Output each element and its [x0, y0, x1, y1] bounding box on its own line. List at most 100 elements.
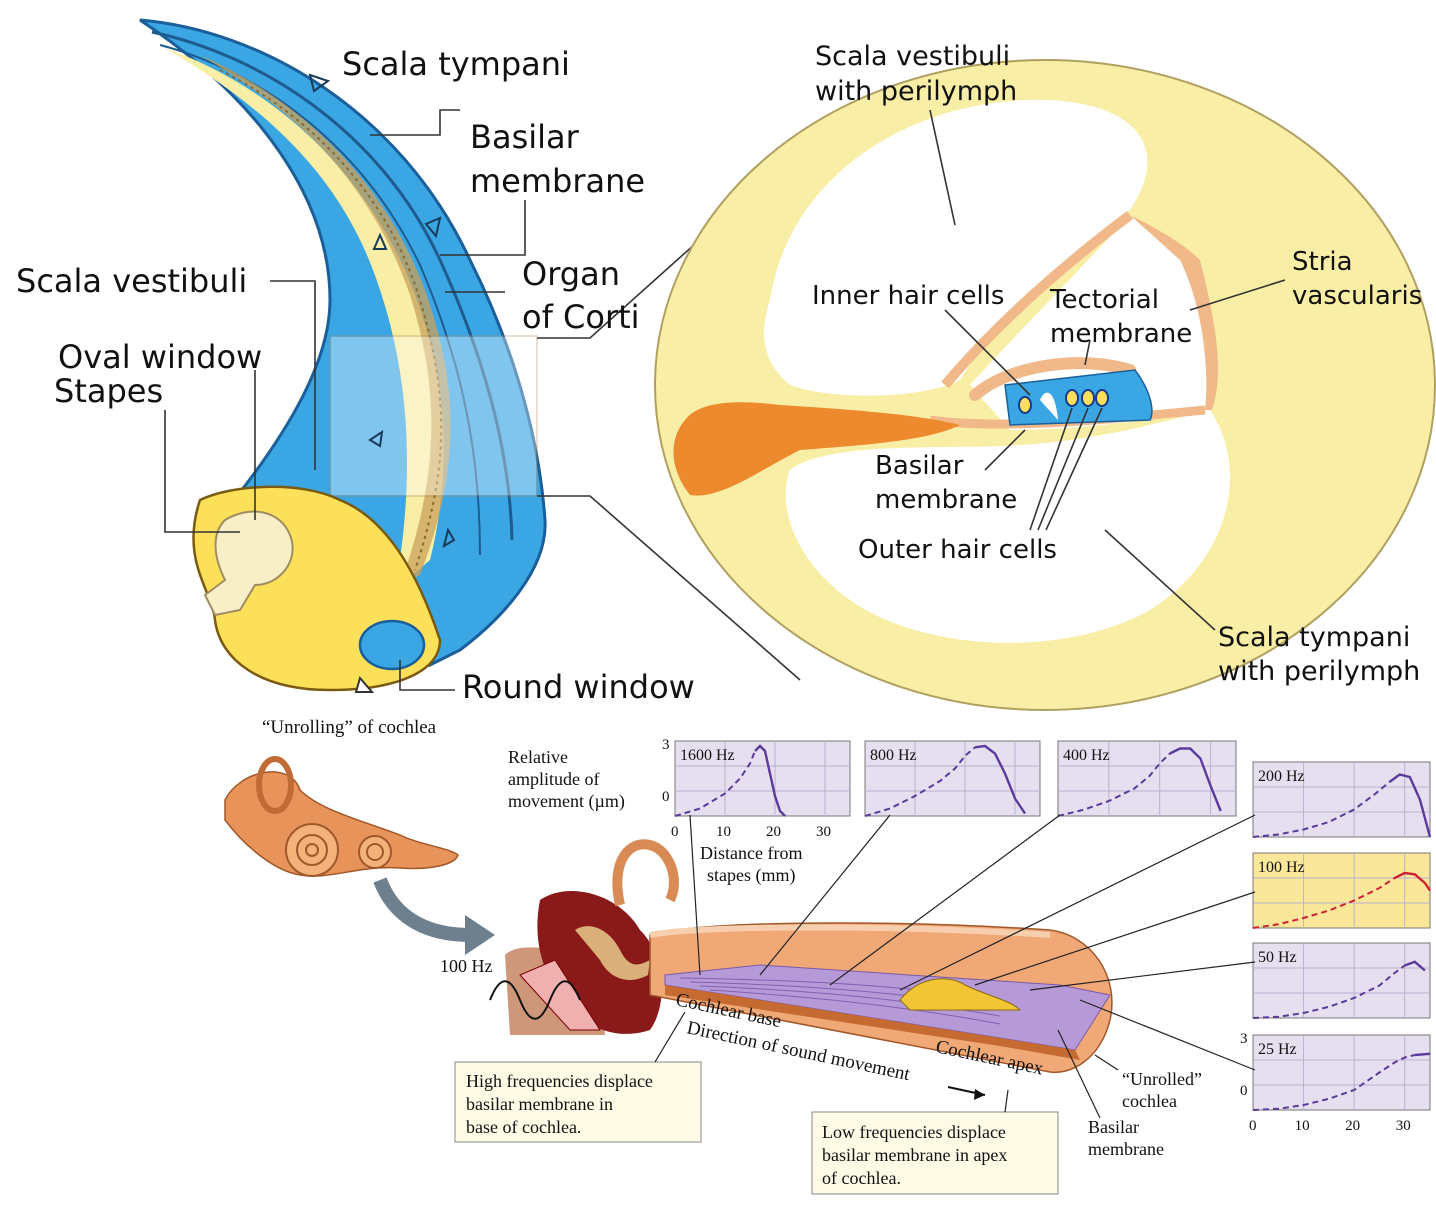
- stapes-bone: [203, 510, 294, 617]
- tunnel-of-corti: [1040, 392, 1058, 420]
- plot-x-tick: 30: [816, 824, 831, 840]
- plot-frame: [1252, 942, 1431, 1019]
- plot-x-tick: 0: [671, 824, 679, 840]
- high-frequency-callout: High frequencies displace basilar membra…: [454, 1011, 702, 1143]
- label-oval-window: Oval window: [58, 338, 262, 376]
- label-basilar-membrane-2: membrane: [470, 162, 645, 200]
- plot-curve-dashed: [1252, 877, 1396, 929]
- plot-curve-dashed: [864, 746, 976, 817]
- plot-x-tick: 10: [716, 824, 731, 840]
- leader-basilar: [1057, 1029, 1101, 1119]
- scala-vestibuli-chamber: [764, 99, 1148, 396]
- label-scala-tympani-perilymph-2: with perilymph: [1218, 656, 1420, 687]
- plot-frequency-label: 25 Hz: [1258, 1041, 1297, 1058]
- scala-media: [970, 215, 1210, 430]
- stria-vascularis: [1130, 215, 1219, 410]
- label-scala-vestibuli-perilymph-1: Scala vestibuli: [815, 41, 1010, 72]
- cochlea-longitudinal-illustration: [139, 18, 547, 693]
- y-axis-label-1: Relative: [508, 747, 568, 767]
- flow-arrow: [308, 73, 331, 93]
- outer-hair-cell: [1095, 389, 1109, 407]
- scala-tympani-chamber: [785, 410, 1230, 643]
- plot-frequency-label: 800 Hz: [870, 747, 917, 764]
- plot-frequency-label: 100 Hz: [1258, 859, 1305, 876]
- label-stapes: Stapes: [54, 372, 163, 410]
- plot-curve-solid: [1394, 871, 1431, 892]
- label-basilar-membrane-1: Basilar: [470, 118, 580, 156]
- plot-x-tick: 0: [1249, 1118, 1257, 1134]
- label-tectorial-1: Tectorial: [1049, 285, 1159, 315]
- x-axis-label-1: Distance from: [700, 843, 802, 863]
- unrolling-caption: “Unrolling” of cochlea: [262, 717, 437, 738]
- plot-x-tick: 20: [1345, 1118, 1360, 1134]
- plot-frame: [1252, 852, 1431, 929]
- left-leader-lines: [164, 109, 801, 691]
- plot-curve-solid: [1414, 1052, 1431, 1057]
- plot-leader-lines: [689, 814, 1256, 1071]
- plot-curve-dashed: [1252, 1054, 1416, 1111]
- label-scala-vestibuli-perilymph-2: with perilymph: [815, 76, 1017, 107]
- label-basilar-cs-2: membrane: [875, 485, 1017, 515]
- flow-arrow: [354, 675, 375, 693]
- y-axis-label-3: movement (µm): [508, 791, 625, 812]
- low-frequency-callout: Low frequencies displace basilar membran…: [811, 1089, 1059, 1195]
- label-scala-vestibuli: Scala vestibuli: [16, 262, 247, 300]
- label-inner-hair-cells: Inner hair cells: [812, 281, 1004, 311]
- plot-y-tick: 0: [662, 789, 670, 805]
- plot-x-tick: 30: [1396, 1118, 1411, 1134]
- flow-arrow: [368, 429, 384, 448]
- inner-hair-cell: [1018, 396, 1032, 414]
- high-callout-line-3: base of cochlea.: [466, 1117, 581, 1137]
- plot-y-tick: 0: [1240, 1083, 1248, 1099]
- tectorial-membrane: [969, 357, 1136, 401]
- high-callout-line-1: High frequencies displace: [466, 1071, 653, 1091]
- plot-frequency-label: 400 Hz: [1063, 747, 1110, 764]
- low-callout-line-2: basilar membrane in apex: [822, 1145, 1007, 1165]
- right-leader-lines: [929, 109, 1286, 631]
- label-round-window: Round window: [462, 668, 695, 706]
- low-callout-line-1: Low frequencies displace: [822, 1122, 1006, 1142]
- plot-frame: [1252, 1034, 1431, 1111]
- middle-ear-illustration: [489, 839, 679, 1035]
- plot-frequency-label: 1600 Hz: [680, 747, 735, 764]
- plot-frequency-label: 200 Hz: [1258, 768, 1305, 785]
- leader-unrolled: [1094, 1054, 1119, 1071]
- low-callout-line-3: of cochlea.: [822, 1168, 901, 1188]
- plot-frame: [1252, 761, 1431, 838]
- cochlear-nerve: [673, 402, 960, 496]
- plot-curve-dashed: [674, 750, 756, 817]
- label-organ-of-corti-2: of Corti: [522, 298, 640, 336]
- plot-frame: [1057, 740, 1237, 817]
- label-basilar-cs-1: Basilar: [875, 451, 964, 481]
- duct-line: [151, 30, 514, 541]
- outer-hair-cell: [1065, 389, 1079, 407]
- round-window: [358, 619, 426, 671]
- zoom-region: [329, 335, 538, 497]
- reissner-membrane: [941, 211, 1134, 389]
- label-basilar-membrane-bottom-2: membrane: [1088, 1139, 1164, 1159]
- label-stria-1: Stria: [1292, 247, 1353, 277]
- plot-curve-solid: [1404, 960, 1426, 972]
- label-tectorial-2: membrane: [1050, 319, 1192, 349]
- plot-curve-solid: [754, 744, 786, 817]
- label-unrolled-cochlea-2: cochlea: [1122, 1091, 1177, 1111]
- plot-curve-dashed: [1252, 781, 1391, 838]
- flow-arrow: [424, 216, 442, 239]
- plot-x-tick: 10: [1295, 1118, 1310, 1134]
- plot-curve-solid: [1388, 773, 1432, 838]
- unrolled-cochlea-tube: [649, 922, 1113, 1074]
- flow-arrow: [442, 527, 456, 549]
- high-callout-line-2: basilar membrane in: [466, 1094, 613, 1114]
- label-organ-of-corti-1: Organ: [522, 255, 620, 293]
- plot-frame: [674, 740, 851, 817]
- label-basilar-membrane-bottom-1: Basilar: [1088, 1117, 1139, 1137]
- y-axis-label-2: amplitude of: [508, 769, 599, 789]
- unrolling-arrow-head: [465, 915, 495, 955]
- plot-y-tick: 3: [1240, 1031, 1248, 1047]
- label-scala-tympani: Scala tympani: [342, 45, 570, 83]
- label-stria-2: vascularis: [1292, 281, 1422, 311]
- cochlea-cross-section: [654, 59, 1436, 711]
- x-axis-label-2: stapes (mm): [707, 865, 795, 886]
- input-frequency-label: 100 Hz: [440, 956, 493, 976]
